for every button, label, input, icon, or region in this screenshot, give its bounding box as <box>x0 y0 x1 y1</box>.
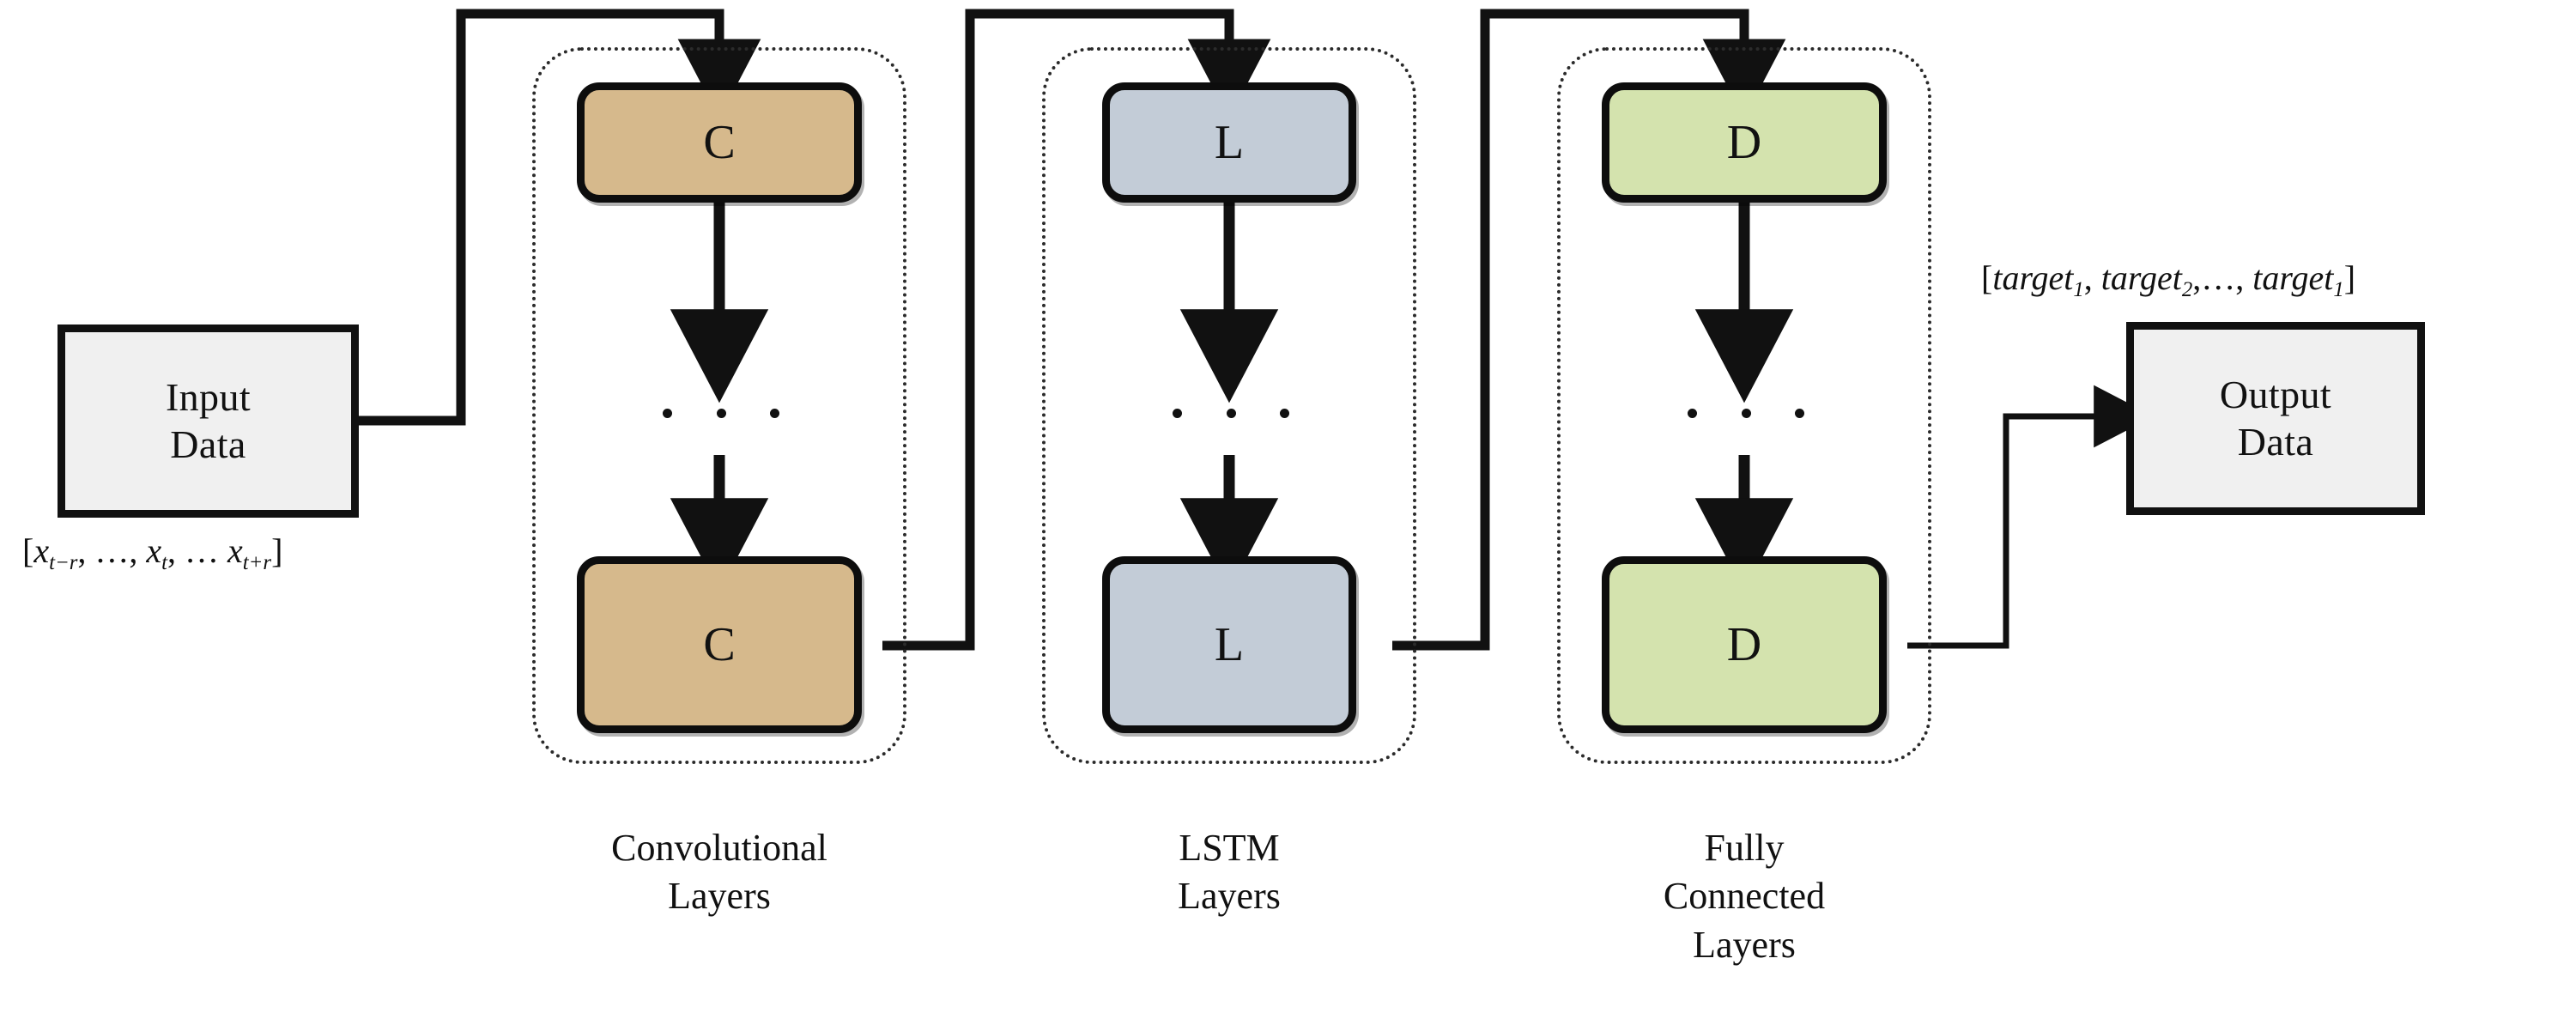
lstm-unit-bottom-label: L <box>1214 618 1245 671</box>
input-vector-term3: x <box>227 531 243 570</box>
input-vector-annotation: [xt−r, …, xt, … xt+r] <box>22 531 282 575</box>
input-vector-sep2: , … <box>167 531 228 570</box>
caption-fully-connected-line2: Connected <box>1663 875 1826 918</box>
target-vector-term2: target <box>2100 258 2182 297</box>
output-data-label-line1: Output <box>2219 373 2332 417</box>
dense-ellipsis <box>1688 408 1804 418</box>
ellipsis-dot <box>1741 408 1751 418</box>
input-vector-term1-sub: t−r <box>49 550 78 574</box>
output-data-label-line2: Data <box>2237 419 2314 464</box>
lstm-ellipsis <box>1173 408 1289 418</box>
ellipsis-dot <box>1795 408 1804 418</box>
conv-unit-top[interactable]: C <box>577 82 862 203</box>
target-vector-sep2: ,…, <box>2192 258 2253 297</box>
target-vector-term1-sub: 1 <box>2073 277 2084 301</box>
ellipsis-dot <box>1173 408 1182 418</box>
caption-convolutional: Convolutional Layers <box>522 824 917 921</box>
ellipsis-dot <box>663 408 672 418</box>
layer-group-lstm <box>1042 47 1416 764</box>
dense-unit-bottom[interactable]: D <box>1602 556 1887 733</box>
ellipsis-dot <box>770 408 779 418</box>
input-vector-term3-sub: t+r <box>242 550 272 574</box>
target-vector-annotation: [target1, target2,…, target1] <box>1981 258 2355 302</box>
output-data-box: Output Data <box>2126 322 2425 515</box>
wire-dense-to-output <box>1907 385 2155 649</box>
caption-lstm-line2: Layers <box>1178 875 1281 918</box>
ellipsis-dot <box>716 408 726 418</box>
caption-convolutional-line2: Layers <box>668 875 771 918</box>
caption-fully-connected-line1: Fully <box>1704 827 1785 869</box>
layer-group-fully-connected <box>1557 47 1931 764</box>
target-vector-term2-sub: 2 <box>2181 277 2193 301</box>
caption-convolutional-line1: Convolutional <box>611 827 827 869</box>
caption-lstm-line1: LSTM <box>1179 827 1280 869</box>
input-vector-term2-sub: t <box>161 550 168 574</box>
lstm-unit-bottom[interactable]: L <box>1102 556 1356 733</box>
conv-unit-top-label: C <box>703 116 736 169</box>
dense-unit-top[interactable]: D <box>1602 82 1887 203</box>
conv-ellipsis <box>663 408 779 418</box>
lstm-unit-top-label: L <box>1214 116 1245 169</box>
layer-group-convolutional <box>532 47 906 764</box>
input-data-label-line1: Input <box>165 375 252 420</box>
target-vector-term3: target <box>2252 258 2334 297</box>
ellipsis-dot <box>1280 408 1289 418</box>
input-vector-term2: x <box>146 531 162 570</box>
input-vector-open: [ <box>22 531 34 570</box>
input-vector-term1: x <box>33 531 50 570</box>
dense-unit-top-label: D <box>1726 116 1762 169</box>
lstm-unit-top[interactable]: L <box>1102 82 1356 203</box>
target-vector-term3-sub: 1 <box>2333 277 2344 301</box>
input-data-label-line2: Data <box>170 422 246 466</box>
caption-fully-connected: Fully Connected Layers <box>1547 824 1942 969</box>
input-vector-sep1: , …, <box>77 531 147 570</box>
dense-unit-bottom-label: D <box>1726 618 1762 671</box>
caption-lstm: LSTM Layers <box>1032 824 1427 921</box>
ellipsis-dot <box>1226 408 1236 418</box>
ellipsis-dot <box>1688 408 1697 418</box>
conv-unit-bottom-label: C <box>703 618 736 671</box>
target-vector-close: ] <box>2343 258 2356 297</box>
conv-unit-bottom[interactable]: C <box>577 556 862 733</box>
target-vector-open: [ <box>1981 258 1993 297</box>
target-vector-term1: target <box>1992 258 2074 297</box>
caption-fully-connected-line3: Layers <box>1693 923 1796 966</box>
target-vector-sep1: , <box>2083 258 2101 297</box>
input-data-box: Input Data <box>58 325 359 518</box>
input-vector-close: ] <box>271 531 283 570</box>
